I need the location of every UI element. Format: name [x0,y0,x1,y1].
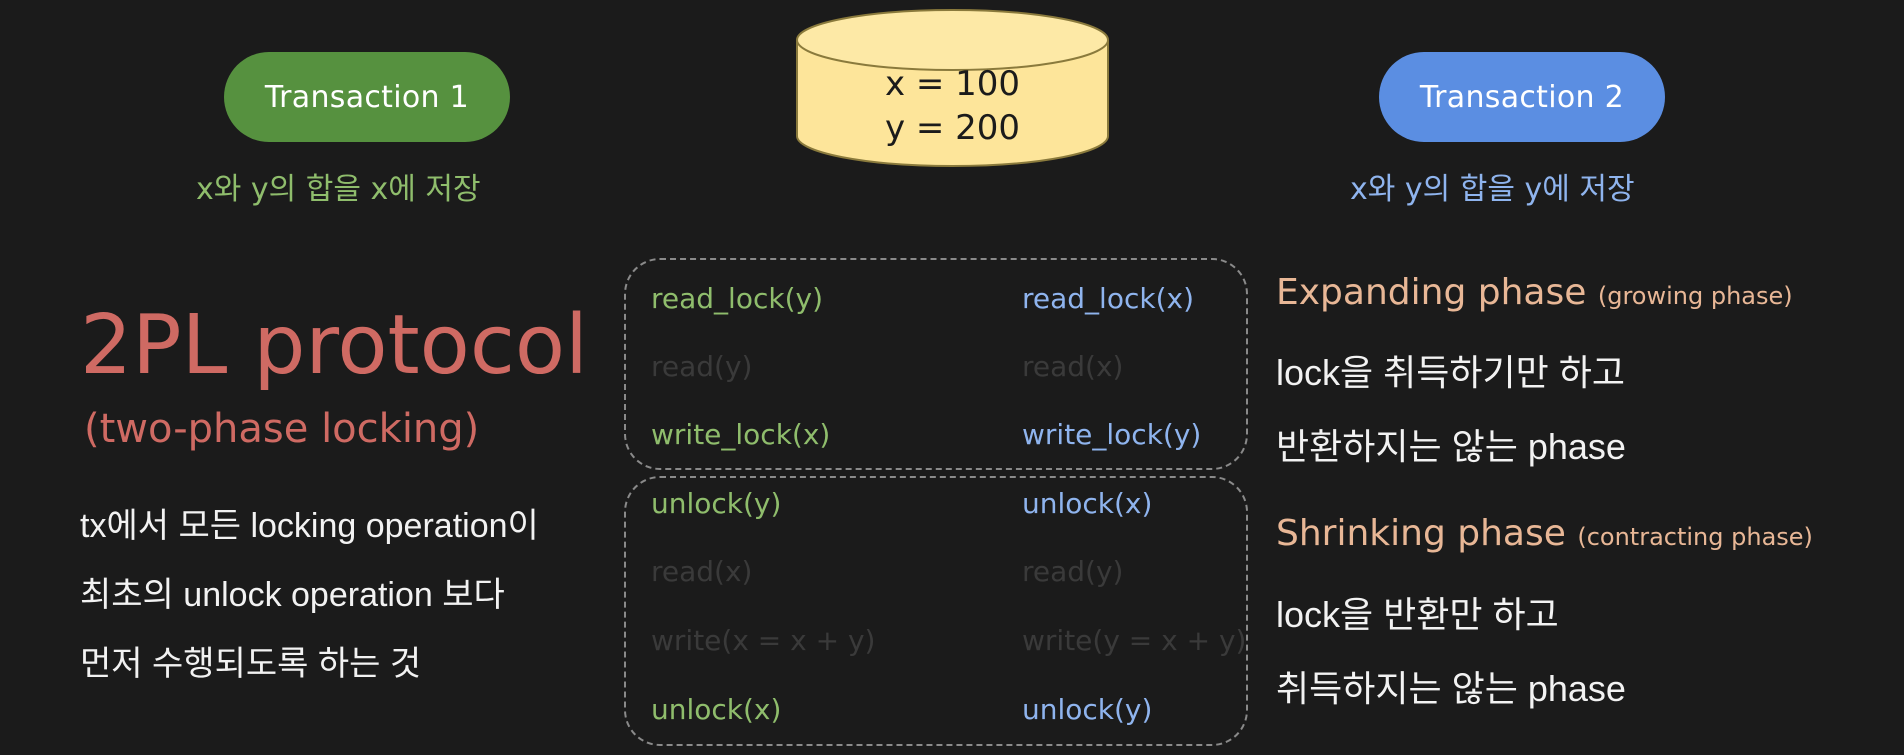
shrinking-phase-desc-line-1: lock을 반환만 하고 [1276,594,1559,635]
transaction-2-badge: Transaction 2 [1379,52,1665,142]
t2-op-read-lock-x: read_lock(x) [1022,282,1194,315]
shrinking-phase-alt-name: (contracting phase) [1577,523,1813,551]
database-y-value: y = 200 [884,108,1021,148]
t1-op-write-lock-x: write_lock(x) [651,418,831,451]
t1-op-write-x: write(x = x + y) [651,624,876,657]
t2-op-write-y: write(y = x + y) [1022,624,1247,657]
transaction-1-badge: Transaction 1 [224,52,510,142]
expanding-phase-name: Expanding phase [1276,272,1587,313]
t2-op-read-x: read(x) [1022,350,1124,383]
expanding-phase-alt-name: (growing phase) [1597,282,1793,310]
transaction-1-description: x와 y의 합을 x에 저장 [196,172,481,207]
transaction-2-description: x와 y의 합을 y에 저장 [1350,172,1635,207]
t1-op-unlock-y: unlock(y) [651,487,782,520]
protocol-title: 2PL protocol [80,298,588,393]
protocol-description-line-3: 먼저 수행되도록 하는 것 [80,645,422,683]
protocol-subtitle: (two-phase locking) [84,406,480,452]
database-x-value: x = 100 [884,64,1021,104]
t1-op-read-lock-y: read_lock(y) [651,282,823,315]
shrinking-phase-title: Shrinking phase (contracting phase) [1276,513,1813,554]
database-values: x = 100 y = 200 [795,62,1110,150]
t1-op-read-x: read(x) [651,555,753,588]
t1-op-read-y: read(y) [651,350,753,383]
shrinking-phase-name: Shrinking phase [1276,513,1566,554]
growing-phase-box [624,258,1248,470]
t2-op-write-lock-y: write_lock(y) [1022,418,1202,451]
transaction-2-label: Transaction 2 [1419,79,1625,115]
database-cylinder-icon [796,9,1109,167]
shrinking-phase-box [624,476,1248,746]
protocol-description-line-2: 최초의 unlock operation 보다 [80,576,505,614]
t2-op-unlock-y: unlock(y) [1022,693,1153,726]
shrinking-phase-desc-line-2: 취득하지는 않는 phase [1276,668,1626,709]
t2-op-unlock-x: unlock(x) [1022,487,1153,520]
expanding-phase-desc-line-1: lock을 취득하기만 하고 [1276,352,1625,393]
expanding-phase-desc-line-2: 반환하지는 않는 phase [1276,426,1626,467]
transaction-1-label: Transaction 1 [264,79,470,115]
t2-op-read-y: read(y) [1022,555,1124,588]
expanding-phase-title: Expanding phase (growing phase) [1276,272,1793,313]
protocol-description-line-1: tx에서 모든 locking operation이 [80,507,539,545]
t1-op-unlock-x: unlock(x) [651,693,782,726]
